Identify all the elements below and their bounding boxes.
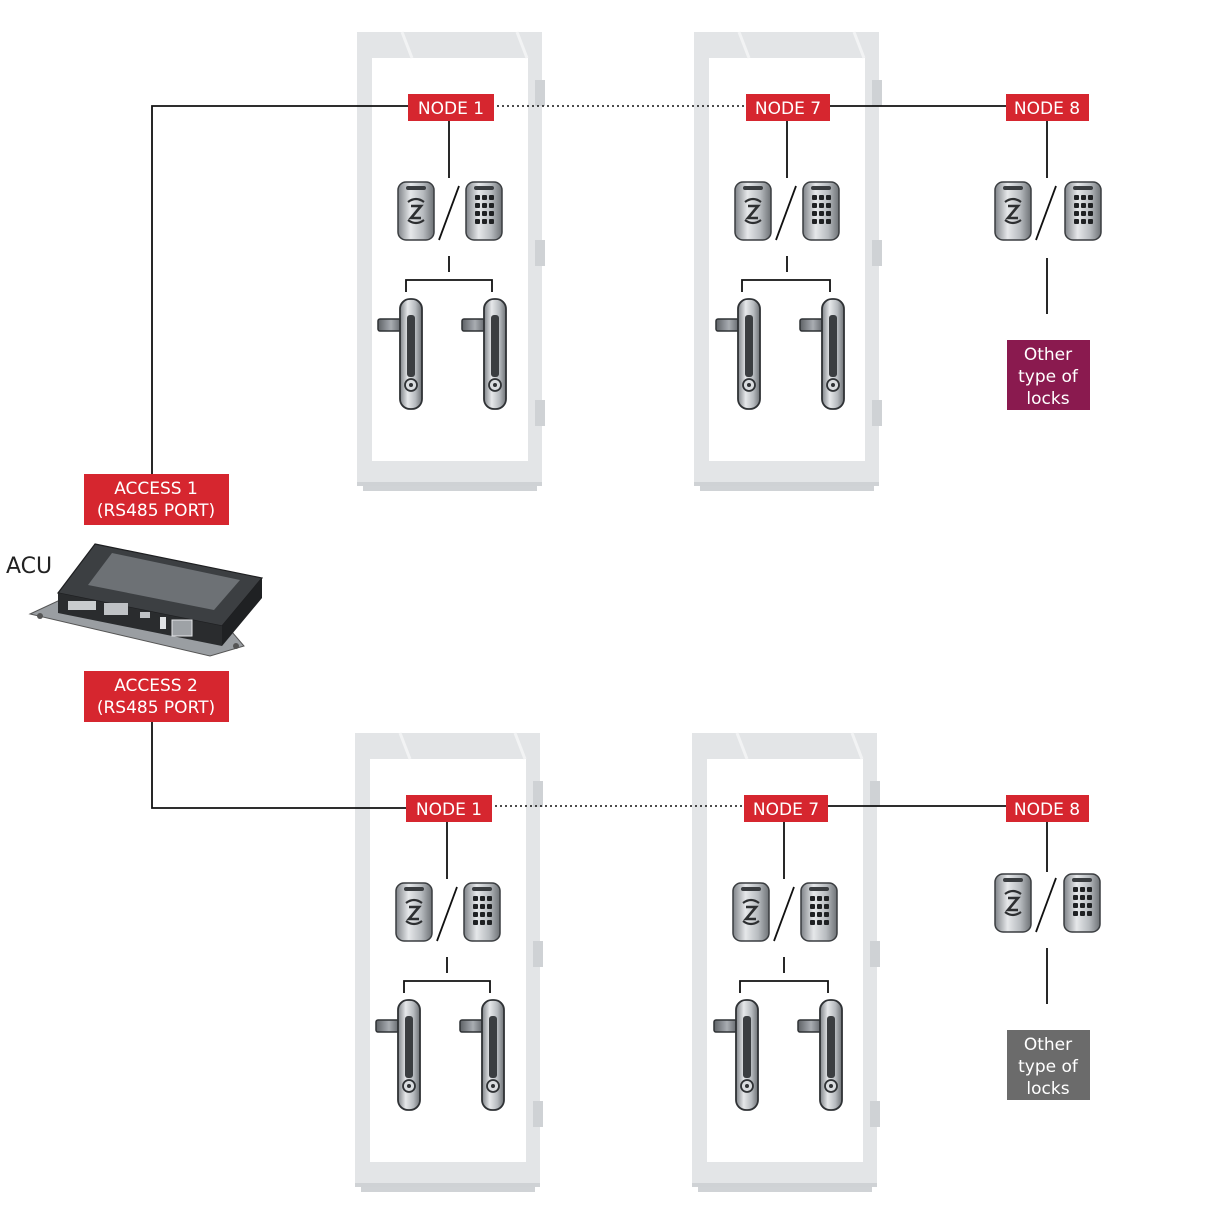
other-locks-line: Other [1024, 345, 1072, 365]
node-1-label: NODE 1 [416, 800, 482, 820]
port-1-line1: ACCESS 1 [114, 479, 198, 499]
card-reader-icon [993, 180, 1033, 242]
node-badge [408, 94, 494, 121]
port-2-line1: ACCESS 2 [114, 676, 198, 696]
keypad-icon [800, 882, 838, 942]
other-locks-line: type of [1018, 1057, 1079, 1077]
port-2-line2: (RS485 PORT) [97, 698, 215, 718]
card-reader-icon [733, 180, 773, 242]
other-locks-box [1007, 1030, 1090, 1100]
other-locks-line: type of [1018, 367, 1079, 387]
bus-line [151, 105, 410, 474]
keypad-icon [802, 181, 840, 241]
card-reader-icon [394, 881, 434, 943]
card-reader-icon [993, 872, 1033, 934]
card-reader-icon [396, 180, 436, 242]
node-8-label: NODE 8 [1014, 800, 1080, 820]
acu-section: ACCESS 1 (RS485 PORT) ACU ACCESS 2 (RS48… [6, 474, 264, 722]
node-badge [406, 795, 492, 822]
node-7-label: NODE 7 [755, 99, 821, 119]
row-1: NODE 1 NODE 7 NODE 8 Other type of locks [151, 30, 1102, 493]
slash-divider [1035, 877, 1057, 933]
other-locks-line: locks [1026, 389, 1069, 409]
slash-divider [773, 886, 795, 942]
keypad-icon [1064, 181, 1102, 241]
keypad-icon [463, 882, 501, 942]
other-locks-line: Other [1024, 1035, 1072, 1055]
acu-controller-icon [28, 543, 264, 657]
port-badge [84, 474, 229, 525]
node-8-label: NODE 8 [1014, 99, 1080, 119]
node-badge [1006, 795, 1089, 822]
port-badge [84, 671, 229, 722]
keypad-icon [1063, 873, 1101, 933]
bus-line [151, 722, 408, 809]
other-locks-box [1007, 340, 1090, 410]
node-badge [1006, 94, 1089, 121]
node-7-label: NODE 7 [753, 800, 819, 820]
other-locks-line: locks [1026, 1079, 1069, 1099]
slash-divider [436, 886, 458, 942]
keypad-icon [465, 181, 503, 241]
port-1-line2: (RS485 PORT) [97, 501, 215, 521]
node-badge [744, 795, 828, 822]
node-1-label: NODE 1 [418, 99, 484, 119]
slash-divider [775, 185, 797, 241]
slash-divider [438, 185, 460, 241]
node-badge [746, 94, 830, 121]
acu-label: ACU [6, 554, 52, 579]
slash-divider [1035, 185, 1057, 241]
card-reader-icon [731, 881, 771, 943]
row-2: NODE 1 NODE 7 NODE 8 Other type of locks [151, 722, 1101, 1194]
